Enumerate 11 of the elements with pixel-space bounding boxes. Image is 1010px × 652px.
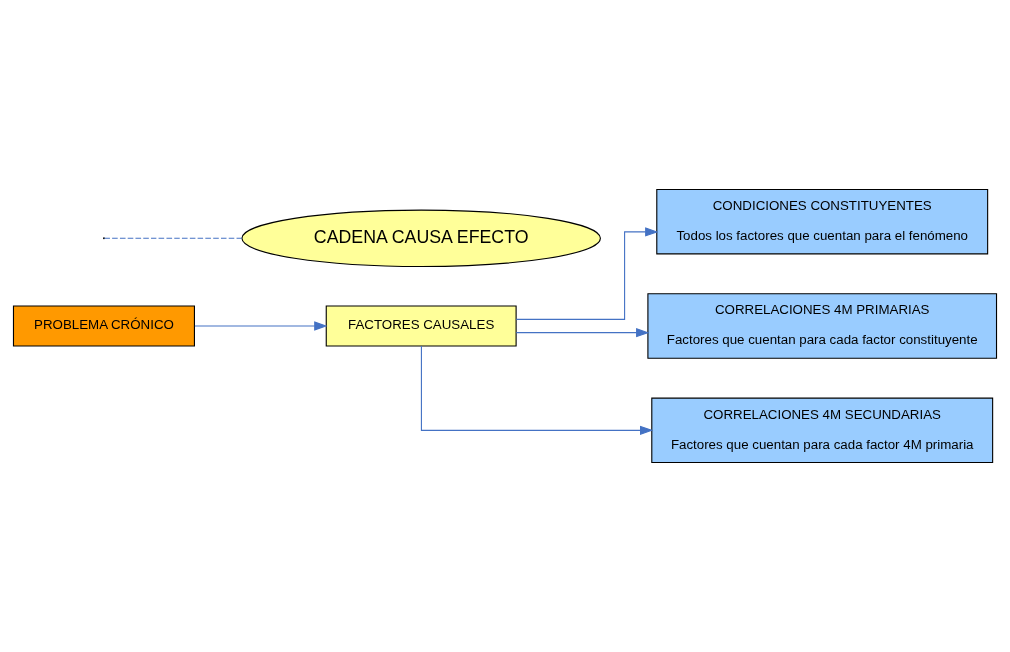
arrow [420, 345, 654, 436]
node-box: PROBLEMA CRÓNICO [12, 305, 195, 347]
arrow [515, 227, 659, 320]
node-box: CORRELACIONES 4M SECUNDARIAS Factores que cuentan para cada factor 4M primaria [651, 397, 994, 464]
arrow [194, 321, 328, 331]
node-ellipse: CADENA CAUSA EFECTO [241, 209, 601, 268]
connector [103, 237, 243, 239]
node-box: CORRELACIONES 4M PRIMARIAS Factores que cuentan para cada factor constituyente [647, 293, 998, 359]
arrow [515, 328, 650, 338]
node-box: FACTORES CAUSALES [325, 305, 517, 347]
node-box: CONDICIONES CONSTITUYENTES Todos los factores que cuentan para el fenómeno [656, 188, 989, 255]
